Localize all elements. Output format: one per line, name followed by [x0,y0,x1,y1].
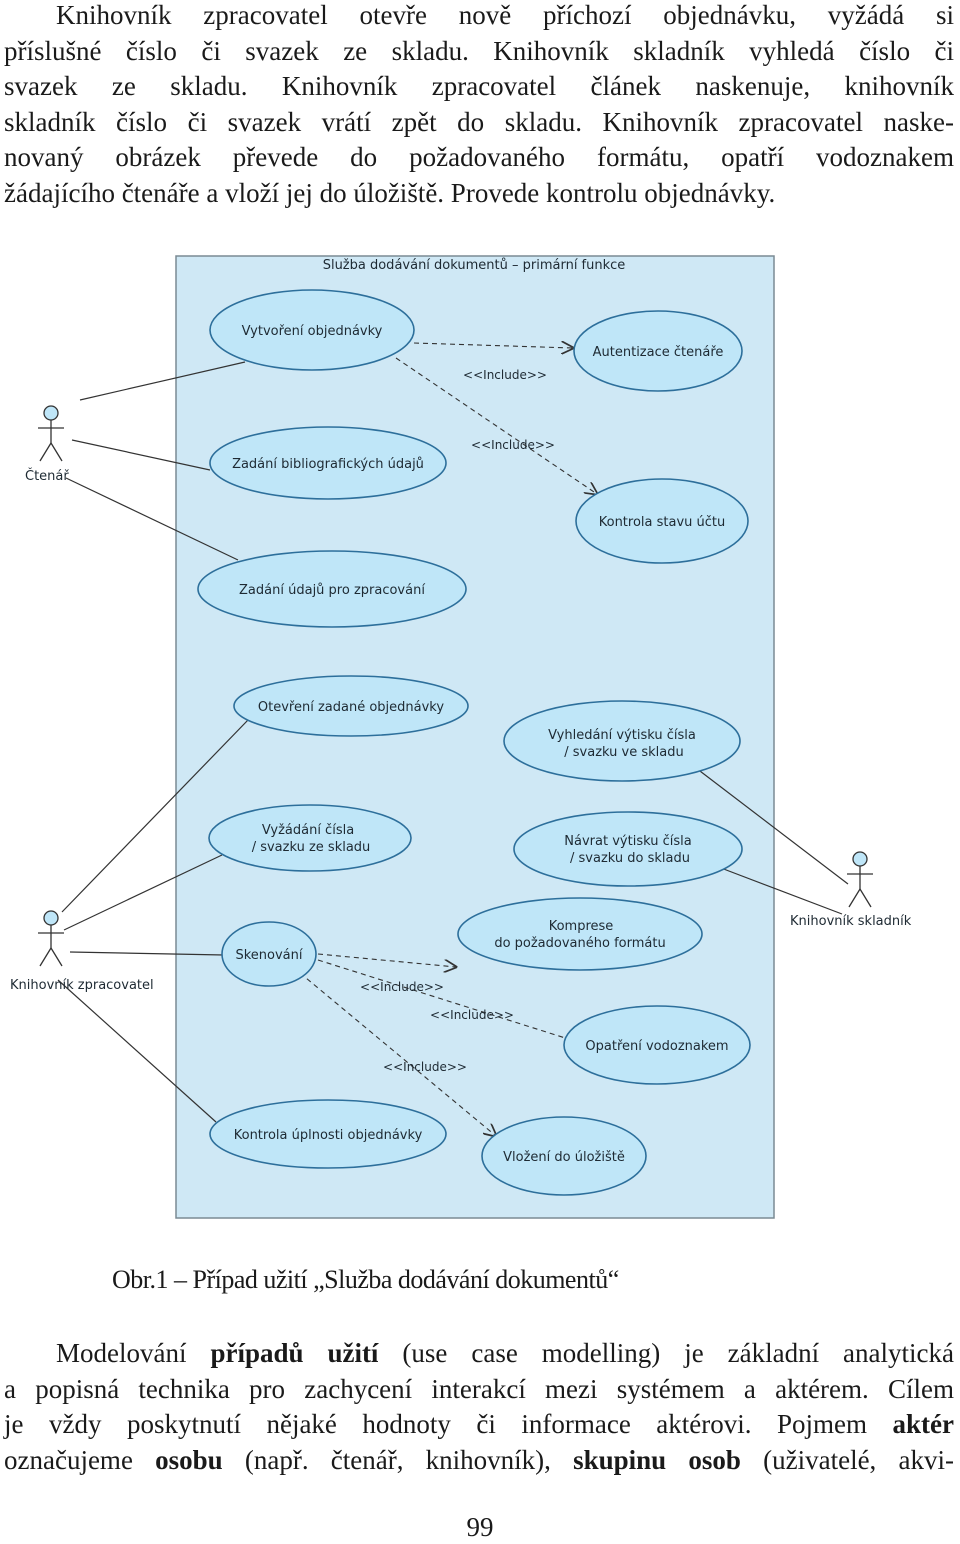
use-case-completeness [209,1099,447,1169]
use-case-compress [457,897,703,971]
use-case-return [513,811,743,887]
association-line [71,439,211,471]
association-line [63,854,223,931]
body-text: (uživatelé, akvi- [740,1444,954,1475]
actor-storekeeper-icon [847,851,873,908]
intro-line: příslušné číslo či svazek ze skladu. Kni… [4,35,954,66]
intro-line: Knihovník zpracovatel otevře nově přícho… [56,0,954,30]
body-text: (např. čtenář, knihovník), [222,1444,574,1475]
use-case-label: Autentizace čtenáře [593,345,724,360]
association-line [61,719,249,913]
use-case-account-check [575,478,749,564]
use-case-label: Kontrola úplnosti objednávky [234,1128,423,1143]
use-case-label: Vyhledání výtisku čísla [548,728,696,743]
body-text: Modelování [56,1338,211,1368]
include-label: <<Include>> [463,368,547,382]
association-lines [57,361,849,1123]
actor-label-storekeeper: Knihovník skladník [790,914,912,929]
use-case-diagram: Služba dodávání dokumentů – primární fun… [10,255,912,1219]
use-case-label: Kontrola stavu účtu [599,515,726,530]
body-line: je vždy poskytnutí nějaké hodnoty či inf… [4,1407,954,1443]
include-label: <<Include>> [360,980,444,994]
use-case-label: do požadovaného formátu [494,936,665,951]
include-label: <<Include>> [471,438,555,452]
use-case-label: Komprese [549,919,614,934]
use-case-request [208,804,412,872]
use-case-authenticate [573,310,743,392]
include-dependencies [299,343,597,1136]
body-term: osobu [155,1444,223,1475]
include-label: <<Include>> [383,1060,467,1074]
include-arrow [299,972,496,1136]
use-case-find-copy [503,700,741,782]
use-case-bib-data [209,426,447,500]
intro-line: svazek ze skladu. Knihovník zpracovatel … [4,71,954,101]
use-case-create-order [209,289,415,371]
use-case-label: Vyžádání čísla [262,823,354,838]
body-paragraph: Modelování případů užití (use case model… [4,1336,954,1478]
use-case-label: Vložení do úložiště [503,1150,625,1165]
use-case-label: Vytvoření objednávky [242,324,383,339]
use-case-label: / svazku do skladu [570,851,690,866]
actor-label-processor: Knihovník zpracovatel [10,978,154,993]
body-line: označujeme osobu (např. čtenář, knihovní… [4,1443,954,1479]
body-line: Modelování případů užití (use case model… [4,1336,954,1372]
use-case-watermark [563,1005,751,1085]
intro-line: žádajícího čtenáře a vloží jej do úložiš… [4,177,776,208]
use-case-label: / svazku ze skladu [252,840,371,855]
body-text: (use case modelling) je základní analyti… [378,1338,954,1368]
association-line [65,477,239,561]
use-case-label: / svazku ve skladu [564,745,683,760]
body-text: označujeme [4,1444,156,1475]
use-case-processing-data [197,550,467,628]
body-term: skupinu osob [573,1444,741,1475]
body-term: aktér [892,1409,954,1439]
body-term: případů užití [210,1338,379,1368]
association-line [57,979,217,1123]
association-line [695,767,849,885]
body-line: a popisná technika pro zachycení interak… [4,1373,954,1404]
use-case-label: Zadání údajů pro zpracování [239,583,425,598]
intro-paragraph: Knihovník zpracovatel otevře nově přícho… [4,0,954,211]
use-case-scan [221,921,317,987]
use-case-label: Opatření vodoznakem [585,1039,728,1054]
actor-label-reader: Čtenář [25,468,69,484]
figure-caption: Obr.1 – Případ užití „Služba dodávání do… [112,1265,619,1294]
system-title: Služba dodávání dokumentů – primární fun… [323,258,626,273]
use-case-label: Návrat výtisku čísla [564,834,691,849]
actor-processor-icon [38,910,64,967]
actor-reader-icon [38,405,64,462]
body-text: je vždy poskytnutí nějaké hodnoty či inf… [4,1409,893,1439]
include-label: <<Include>> [430,1008,514,1022]
intro-line: novaný obrázek převede do požadovaného f… [4,142,954,172]
include-arrow [317,959,578,1042]
use-case-label: Otevření zadané objednávky [258,700,444,715]
use-case-label: Skenování [235,948,302,963]
association-line [79,361,246,401]
use-case-open-order [233,675,469,737]
page-number: 99 [466,1512,494,1542]
use-case-label: Zadání bibliografických údajů [232,457,424,472]
intro-line: skladník číslo či svazek vrátí zpět do s… [4,106,954,137]
association-line [720,867,843,915]
association-line [69,951,225,956]
include-arrow [395,357,597,494]
use-case-store [481,1116,647,1196]
